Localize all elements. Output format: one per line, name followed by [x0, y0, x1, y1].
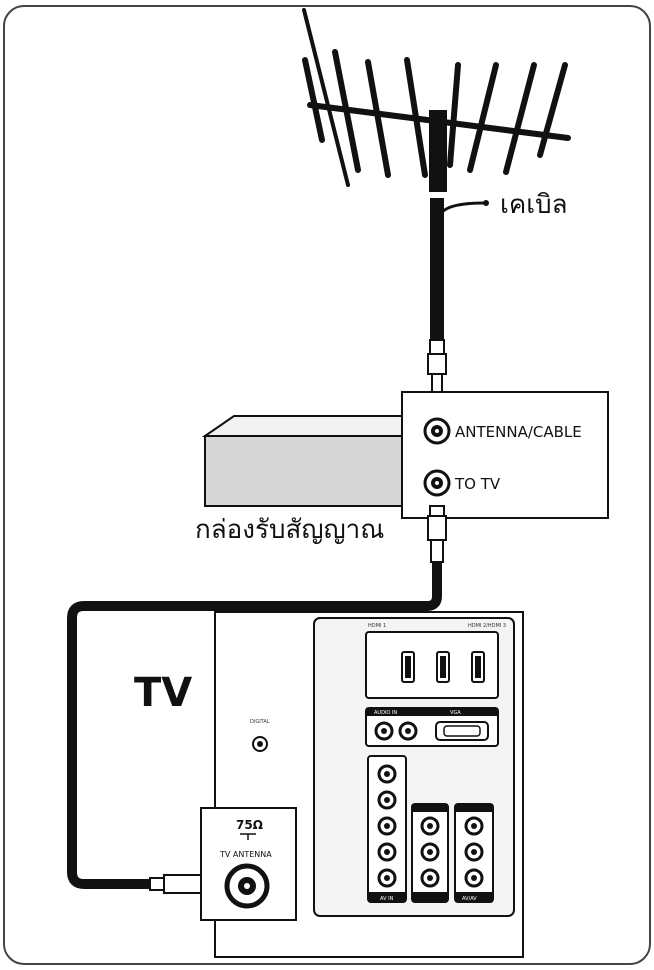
hdmi-panel	[365, 631, 499, 699]
vga-label: VGA	[450, 710, 461, 716]
ohm-label: 75Ω	[236, 818, 263, 832]
cable-label: เคเบิล	[500, 190, 568, 220]
tv-antenna-port	[224, 863, 270, 909]
antenna-cable	[427, 198, 489, 397]
av-right-label: AV/AV	[462, 896, 477, 902]
av-in-label: AV IN	[380, 896, 394, 902]
vga-port-icon	[435, 721, 489, 741]
antenna-icon	[302, 8, 571, 192]
component-port-icons	[377, 764, 397, 888]
audio-av-port-icons	[464, 816, 484, 888]
tv-cable	[67, 505, 447, 894]
antenna-cable-port	[423, 417, 451, 445]
audio-in-label: AUDIO IN	[374, 710, 397, 716]
to-tv-port-label: TO TV	[454, 475, 501, 493]
side-port-label: DIGITAL	[250, 719, 270, 725]
receiver-port-panel	[401, 391, 609, 519]
antenna-cable-port-label: ANTENNA/CABLE	[455, 423, 582, 441]
tv-antenna-label: TV ANTENNA	[219, 850, 272, 859]
video-port-icons	[420, 816, 440, 888]
hdmi-2-label: HDMI 2/HDMI 3	[468, 623, 506, 629]
hdmi-port-icons	[401, 651, 485, 683]
receiver-box	[201, 391, 609, 519]
audio-port-icons	[374, 721, 418, 741]
to-tv-port	[423, 469, 451, 497]
tv-label: TV	[134, 670, 192, 716]
hdmi-1-label: HDMI 1	[368, 623, 386, 629]
receiver-box-label: กล่องรับสัญญาณ	[195, 515, 384, 545]
